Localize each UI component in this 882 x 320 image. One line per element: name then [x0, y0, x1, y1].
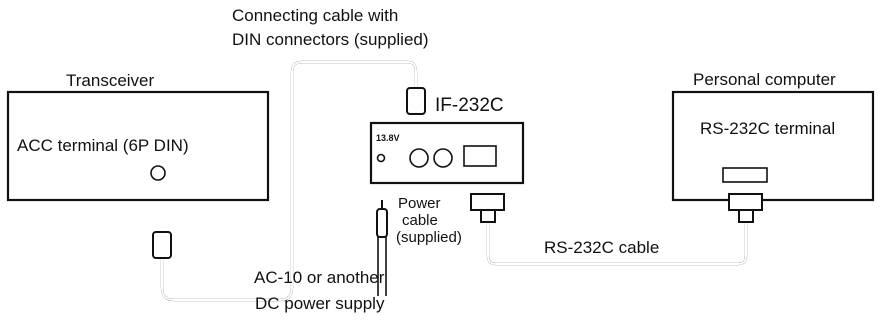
if232c-rs232c-port — [463, 145, 497, 167]
personal-computer-label: Personal computer — [693, 70, 836, 89]
din-socket-1 — [409, 148, 429, 168]
personal-computer-box — [671, 90, 875, 202]
if232c-box — [369, 121, 525, 185]
power-plug — [376, 208, 388, 238]
pc-rs232c-port — [722, 167, 768, 183]
din-connecting-cable — [160, 60, 418, 302]
acc-terminal-label: ACC terminal (6P DIN) — [17, 136, 189, 155]
dc-input-jack — [376, 153, 386, 163]
power-cable-label-line3: (supplied) — [396, 229, 462, 246]
power-cable — [377, 237, 387, 296]
cable-label-line2: DIN connectors (supplied) — [232, 30, 429, 49]
rs232c-cable-line — [486, 220, 748, 266]
din-plug-transceiver-end — [152, 231, 172, 259]
if232c-label: IF-232C — [435, 95, 504, 116]
power-cable-label-line2: cable — [402, 212, 438, 229]
power-cable-label-line1: Power — [398, 195, 441, 212]
rs232c-plug-interface — [470, 193, 505, 211]
acc-terminal-jack — [150, 165, 166, 181]
din-socket-2 — [433, 148, 453, 168]
voltage-label: 13.8V — [376, 133, 400, 143]
rs232c-plug-pc — [728, 193, 763, 211]
din-plug-interface-end — [406, 87, 426, 115]
transceiver-label: Transceiver — [66, 71, 155, 90]
supply-label-line1: AC-10 or another — [254, 268, 385, 287]
rs232c-terminal-label: RS-232C terminal — [700, 119, 836, 138]
transceiver-box — [6, 90, 270, 202]
rs232c-cable-label: RS-232C cable — [544, 238, 660, 257]
rs232c-plug-neck-interface — [480, 209, 496, 223]
supply-label-line2: DC power supply — [255, 294, 385, 313]
rs232c-plug-neck-pc — [738, 209, 754, 223]
cable-label-line1: Connecting cable with — [232, 6, 399, 25]
